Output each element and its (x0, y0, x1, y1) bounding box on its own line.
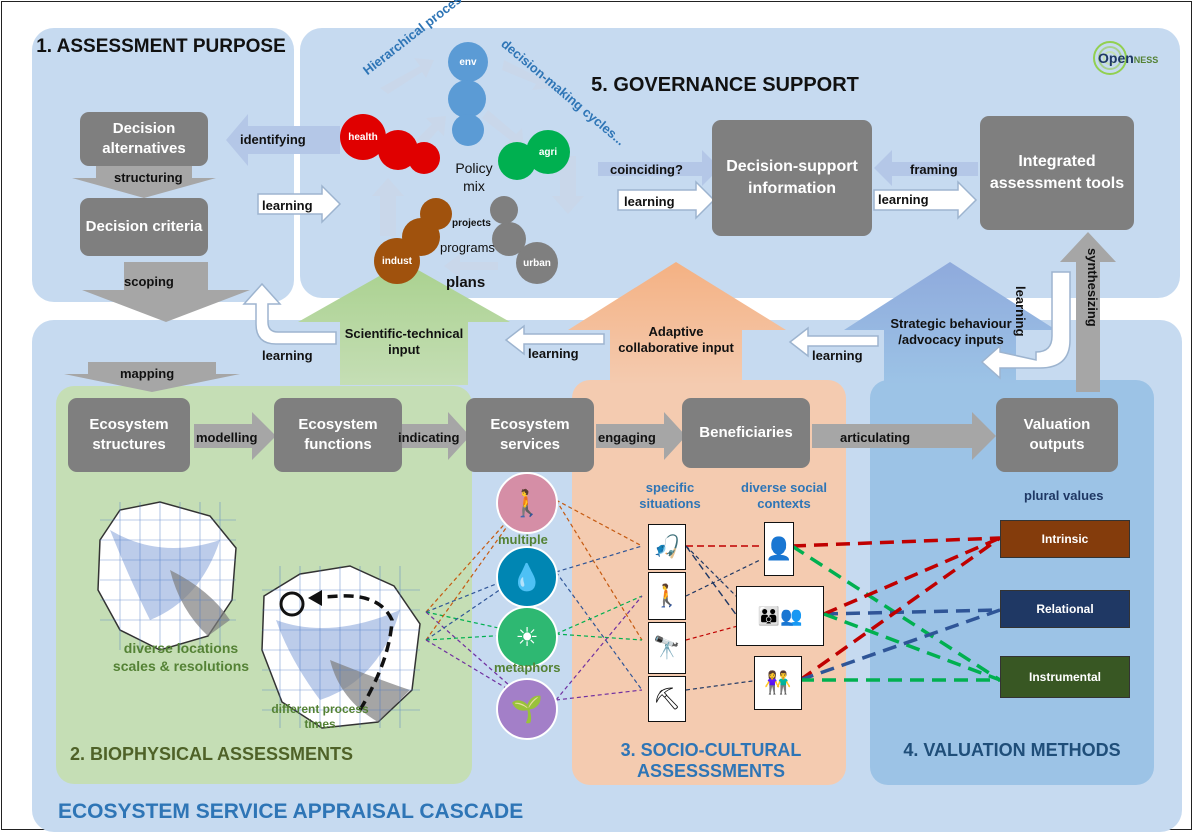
recreation-service-icon: 🚶 (496, 472, 558, 534)
fishing-person-icon: 🎣 (648, 524, 686, 570)
learning-label-purpose: learning (262, 198, 313, 213)
framing-label: framing (910, 162, 958, 177)
valuation-methods-title: 4. VALUATION METHODS (903, 740, 1121, 760)
coinciding-label: coinciding? (610, 162, 683, 177)
programs-label: programs (440, 240, 495, 255)
synthesizing-label: synthesizing (1085, 248, 1100, 327)
biophysical-title: 2. BIOPHYSICAL ASSESSMENTS (70, 744, 354, 764)
couple-icon: 👫 (754, 656, 802, 710)
synthesizing-arrow (1060, 232, 1116, 392)
urban-circle: urban (516, 242, 558, 284)
learning-label-socio: learning (528, 346, 579, 361)
beneficiaries-box: Beneficiaries (682, 398, 810, 468)
intrinsic-value-box: Intrinsic (1000, 520, 1130, 558)
adaptive-input-arrow (568, 262, 786, 385)
scoping-label: scoping (124, 274, 174, 289)
structuring-arrow (72, 166, 216, 198)
urban-circle-2 (492, 222, 526, 256)
policy-mix-label: Policy mix (455, 160, 493, 194)
contexts-note: diverse social contexts (741, 480, 827, 512)
env-circle: env (448, 42, 488, 82)
articulating-label: articulating (840, 430, 911, 445)
learning-arrow-purpose (257, 184, 342, 224)
engaging-arrow (596, 412, 686, 460)
individual-icon: 👤 (764, 522, 794, 576)
family-group-icon: 👪👥 (736, 586, 824, 646)
learning-label-cascade: learning (262, 348, 313, 363)
assessment-purpose-title: 1. ASSESSMENT PURPOSE (36, 36, 286, 57)
mapping-arrow (64, 362, 240, 392)
biodiversity-service-icon: 🌱 (496, 678, 558, 740)
coinciding-arrow (598, 150, 720, 186)
context-value-links (791, 536, 1002, 682)
projects-label: projects (452, 218, 491, 229)
decision-alternatives-box: Decision alternatives (80, 112, 208, 166)
socio-cultural-title: 3. SOCIO-CULTURAL ASSESSSMENTS (620, 740, 802, 781)
ecosystem-structures-box: Ecosystem structures (68, 398, 190, 472)
urban-circle-3 (490, 196, 518, 224)
decision-criteria-box: Decision criteria (80, 198, 208, 256)
scientific-input-arrow (298, 262, 510, 385)
situations-note: specific situations (639, 480, 701, 512)
situation-context-links (685, 545, 760, 621)
scoping-arrow (82, 262, 250, 322)
birdwatcher-icon: 🔭 (648, 622, 686, 674)
governance-support-title: 5. GOVERNANCE SUPPORT (591, 74, 859, 96)
ecosystem-functions-box: Ecosystem functions (274, 398, 402, 472)
indust-circle-3 (420, 198, 452, 230)
env-circle-2 (448, 80, 486, 118)
agri-circle-2 (498, 142, 536, 180)
learning-label-gov: learning (624, 194, 675, 209)
process-times-note: different process times (271, 702, 369, 731)
habitat-service-icon: ☀ (496, 606, 558, 668)
framing-arrow (874, 150, 978, 186)
plans-label: plans (446, 274, 486, 291)
gardener-icon: ⛏ (648, 676, 686, 722)
structuring-label: structuring (114, 170, 183, 185)
indicating-arrow (402, 412, 470, 460)
cascade-title: ECOSYSTEM SERVICE APPRAISAL CASCADE (58, 800, 524, 823)
identifying-arrow (226, 114, 340, 166)
decision-support-box: Decision-support information (712, 120, 872, 236)
integrated-tools-box: Integrated assessment tools (980, 116, 1134, 230)
modelling-label: modelling (196, 430, 258, 445)
instrumental-value-box: Instrumental (1000, 656, 1130, 698)
learning-arrow-tools (873, 180, 978, 220)
metaphors-note: metaphors (494, 660, 561, 675)
openness-logo: OpenNESS (1092, 38, 1166, 82)
es-situation-links (425, 499, 761, 701)
mapping-label: mapping (120, 366, 175, 381)
health-circle-3 (408, 142, 440, 174)
walking-person-icon: 🚶 (648, 572, 686, 620)
logo-swirl-icon (1093, 41, 1127, 75)
valuation-outputs-box: Valuation outputs (996, 398, 1118, 472)
strategic-input-label: Strategic behaviour /advocacy inputs (890, 316, 1012, 348)
learning-arrow-vertical (980, 271, 1071, 380)
learning-label-tools: learning (878, 192, 929, 207)
ecosystem-services-box: Ecosystem services (466, 398, 594, 472)
engaging-label: engaging (598, 430, 656, 445)
identifying-label: identifying (240, 132, 306, 147)
multiple-note: multiple (498, 532, 548, 547)
logo-text: OpenNESS (1098, 50, 1159, 66)
learning-arrow-cascade (242, 282, 337, 345)
learning-arrow-socio (504, 324, 605, 356)
articulating-arrow (812, 412, 996, 460)
scientific-input-label: Scientific-technical input (344, 326, 464, 358)
relational-value-box: Relational (1000, 590, 1130, 628)
env-circle-3 (452, 114, 484, 146)
learning-label-vertical: learning (1013, 286, 1028, 337)
water-service-icon: 💧 (496, 546, 558, 608)
indicating-label: indicating (398, 430, 460, 445)
learning-label-strategic: learning (812, 348, 863, 363)
adaptive-input-label: Adaptive collaborative input (618, 324, 734, 356)
learning-arrow-strategic (788, 326, 879, 358)
learning-arrow-gov (617, 180, 716, 220)
ecosystem-maps (97, 501, 421, 729)
locations-note: diverse locations scales & resolutions (112, 640, 250, 674)
modelling-arrow (194, 412, 276, 460)
plural-values-heading: plural values (1024, 488, 1104, 503)
